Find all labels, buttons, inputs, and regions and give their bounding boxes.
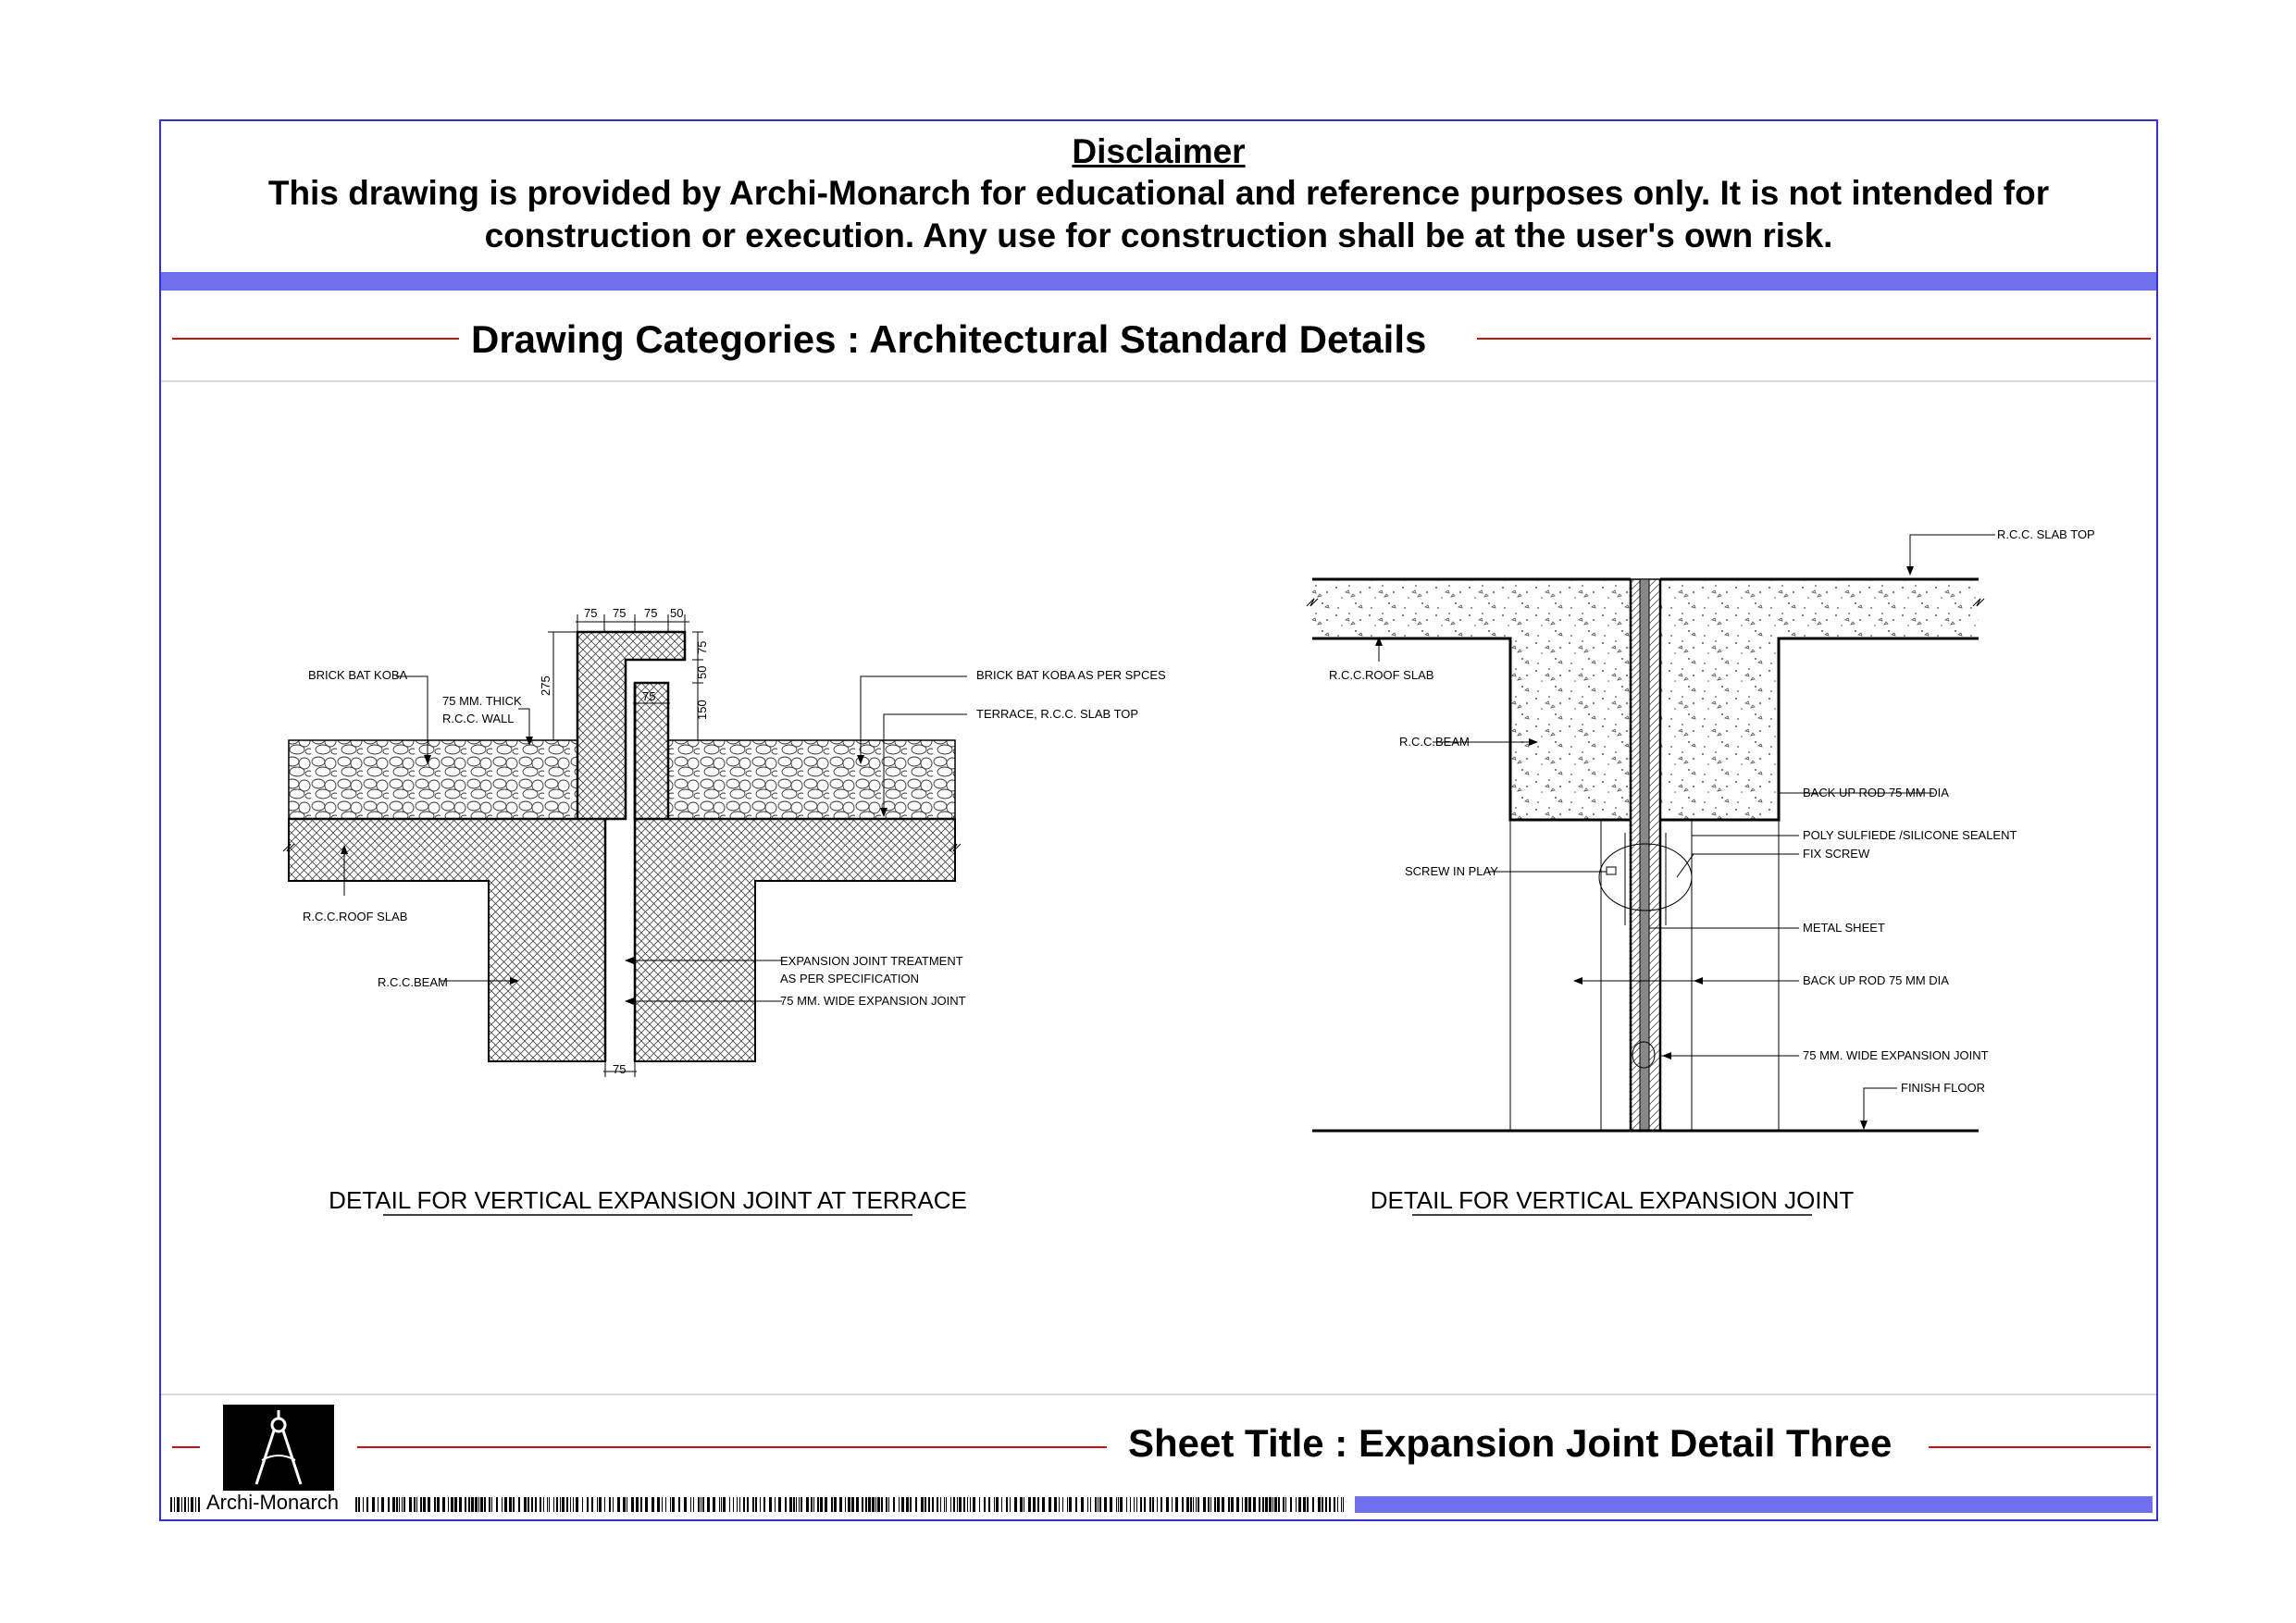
dim-wall-height: 275 bbox=[539, 675, 552, 696]
label-ej-treatment-line1: EXPANSION JOINT TREATMENT bbox=[780, 954, 963, 968]
label-ej-wide-right: 75 MM. WIDE EXPANSION JOINT bbox=[1803, 1048, 1989, 1062]
disclaimer-band bbox=[161, 272, 2156, 291]
dim-top-1: 75 bbox=[584, 606, 597, 620]
sheet-title-rule-right bbox=[1929, 1446, 2151, 1448]
brand-name: Archi-Monarch bbox=[206, 1491, 340, 1514]
koba-right-layer bbox=[667, 739, 956, 820]
top-dimensions bbox=[548, 614, 703, 1077]
label-finish-floor: FINISH FLOOR bbox=[1901, 1081, 1985, 1095]
label-ej-wide: 75 MM. WIDE EXPANSION JOINT bbox=[780, 994, 966, 1008]
barcode-strip bbox=[355, 1497, 1344, 1512]
label-beam-right: R.C.C.BEAM bbox=[1399, 735, 1470, 749]
label-rcc-wall-line1: 75 MM. THICK bbox=[442, 694, 522, 708]
compass-logo-icon bbox=[254, 1410, 303, 1485]
archi-monarch-logo bbox=[223, 1405, 334, 1491]
label-slab-top: R.C.C. SLAB TOP bbox=[1997, 527, 2095, 541]
label-brick-bat-koba: BRICK BAT KOBA bbox=[308, 668, 407, 682]
disclaimer-title: Disclaimer bbox=[1072, 132, 1246, 170]
left-detail-caption: DETAIL FOR VERTICAL EXPANSION JOINT AT T… bbox=[329, 1186, 967, 1214]
label-roof-slab: R.C.C.ROOF SLAB bbox=[303, 910, 407, 923]
dim-inner: 75 bbox=[642, 689, 655, 703]
slab-beam-left bbox=[1312, 579, 1631, 820]
footer-band bbox=[1355, 1496, 2153, 1513]
dim-bottom: 75 bbox=[613, 1062, 626, 1076]
terrace-joint-detail: 75 75 75 50 75 50 150 275 75 75 bbox=[282, 606, 1166, 1216]
dim-right-3: 150 bbox=[695, 700, 709, 720]
label-backup-rod-2: BACK UP ROD 75 MM DIA bbox=[1803, 973, 1949, 987]
label-backup-rod-1: BACK UP ROD 75 MM DIA bbox=[1803, 786, 1949, 799]
label-rcc-wall-line2: R.C.C. WALL bbox=[442, 712, 515, 725]
dim-top-3: 75 bbox=[644, 606, 657, 620]
dim-top-2: 75 bbox=[613, 606, 626, 620]
label-metal-sheet: METAL SHEET bbox=[1803, 921, 1885, 935]
dim-right-2: 50 bbox=[695, 666, 709, 679]
label-koba-spec: BRICK BAT KOBA AS PER SPCES bbox=[976, 668, 1166, 682]
koba-left-layer bbox=[288, 739, 578, 820]
sheet-title-rule-left bbox=[357, 1446, 1107, 1448]
right-detail-caption: DETAIL FOR VERTICAL EXPANSION JOINT bbox=[1371, 1186, 1855, 1214]
header-separator bbox=[161, 380, 2156, 382]
barcode-strip-left bbox=[170, 1497, 200, 1512]
label-ej-treatment-line2: AS PER SPECIFICATION bbox=[780, 972, 919, 985]
dim-top-4: 50 bbox=[670, 606, 683, 620]
label-fix-screw: FIX SCREW bbox=[1803, 847, 1870, 861]
label-sealant: POLY SULFIEDE /SILICONE SEALENT bbox=[1803, 828, 2017, 842]
category-rule-left bbox=[172, 338, 459, 340]
footer-rule-small bbox=[172, 1446, 200, 1448]
disclaimer-text: This drawing is provided by Archi-Monarc… bbox=[267, 174, 2050, 254]
vertical-joint-detail: R.C.C. SLAB TOP R.C.C.ROOF SLAB R.C.C.BE… bbox=[1306, 527, 2095, 1216]
category-rule-right bbox=[1477, 338, 2151, 340]
dim-right-1: 75 bbox=[695, 641, 709, 654]
label-beam: R.C.C.BEAM bbox=[378, 975, 448, 989]
category-header: Drawing Categories : Architectural Stand… bbox=[161, 297, 2156, 371]
slab-beam-right bbox=[1660, 579, 1979, 820]
sheet-title: Sheet Title : Expansion Joint Detail Thr… bbox=[1128, 1421, 1893, 1465]
label-terrace-slab: TERRACE, R.C.C. SLAB TOP bbox=[976, 707, 1138, 721]
label-screw-in-play: SCREW IN PLAY bbox=[1405, 864, 1498, 878]
category-title: Drawing Categories : Architectural Stand… bbox=[471, 317, 1427, 361]
footer-separator bbox=[161, 1394, 2156, 1395]
drawing-sheet: Disclaimer This drawing is provided by A… bbox=[159, 119, 2158, 1521]
label-roof-slab-right: R.C.C.ROOF SLAB bbox=[1329, 668, 1433, 682]
